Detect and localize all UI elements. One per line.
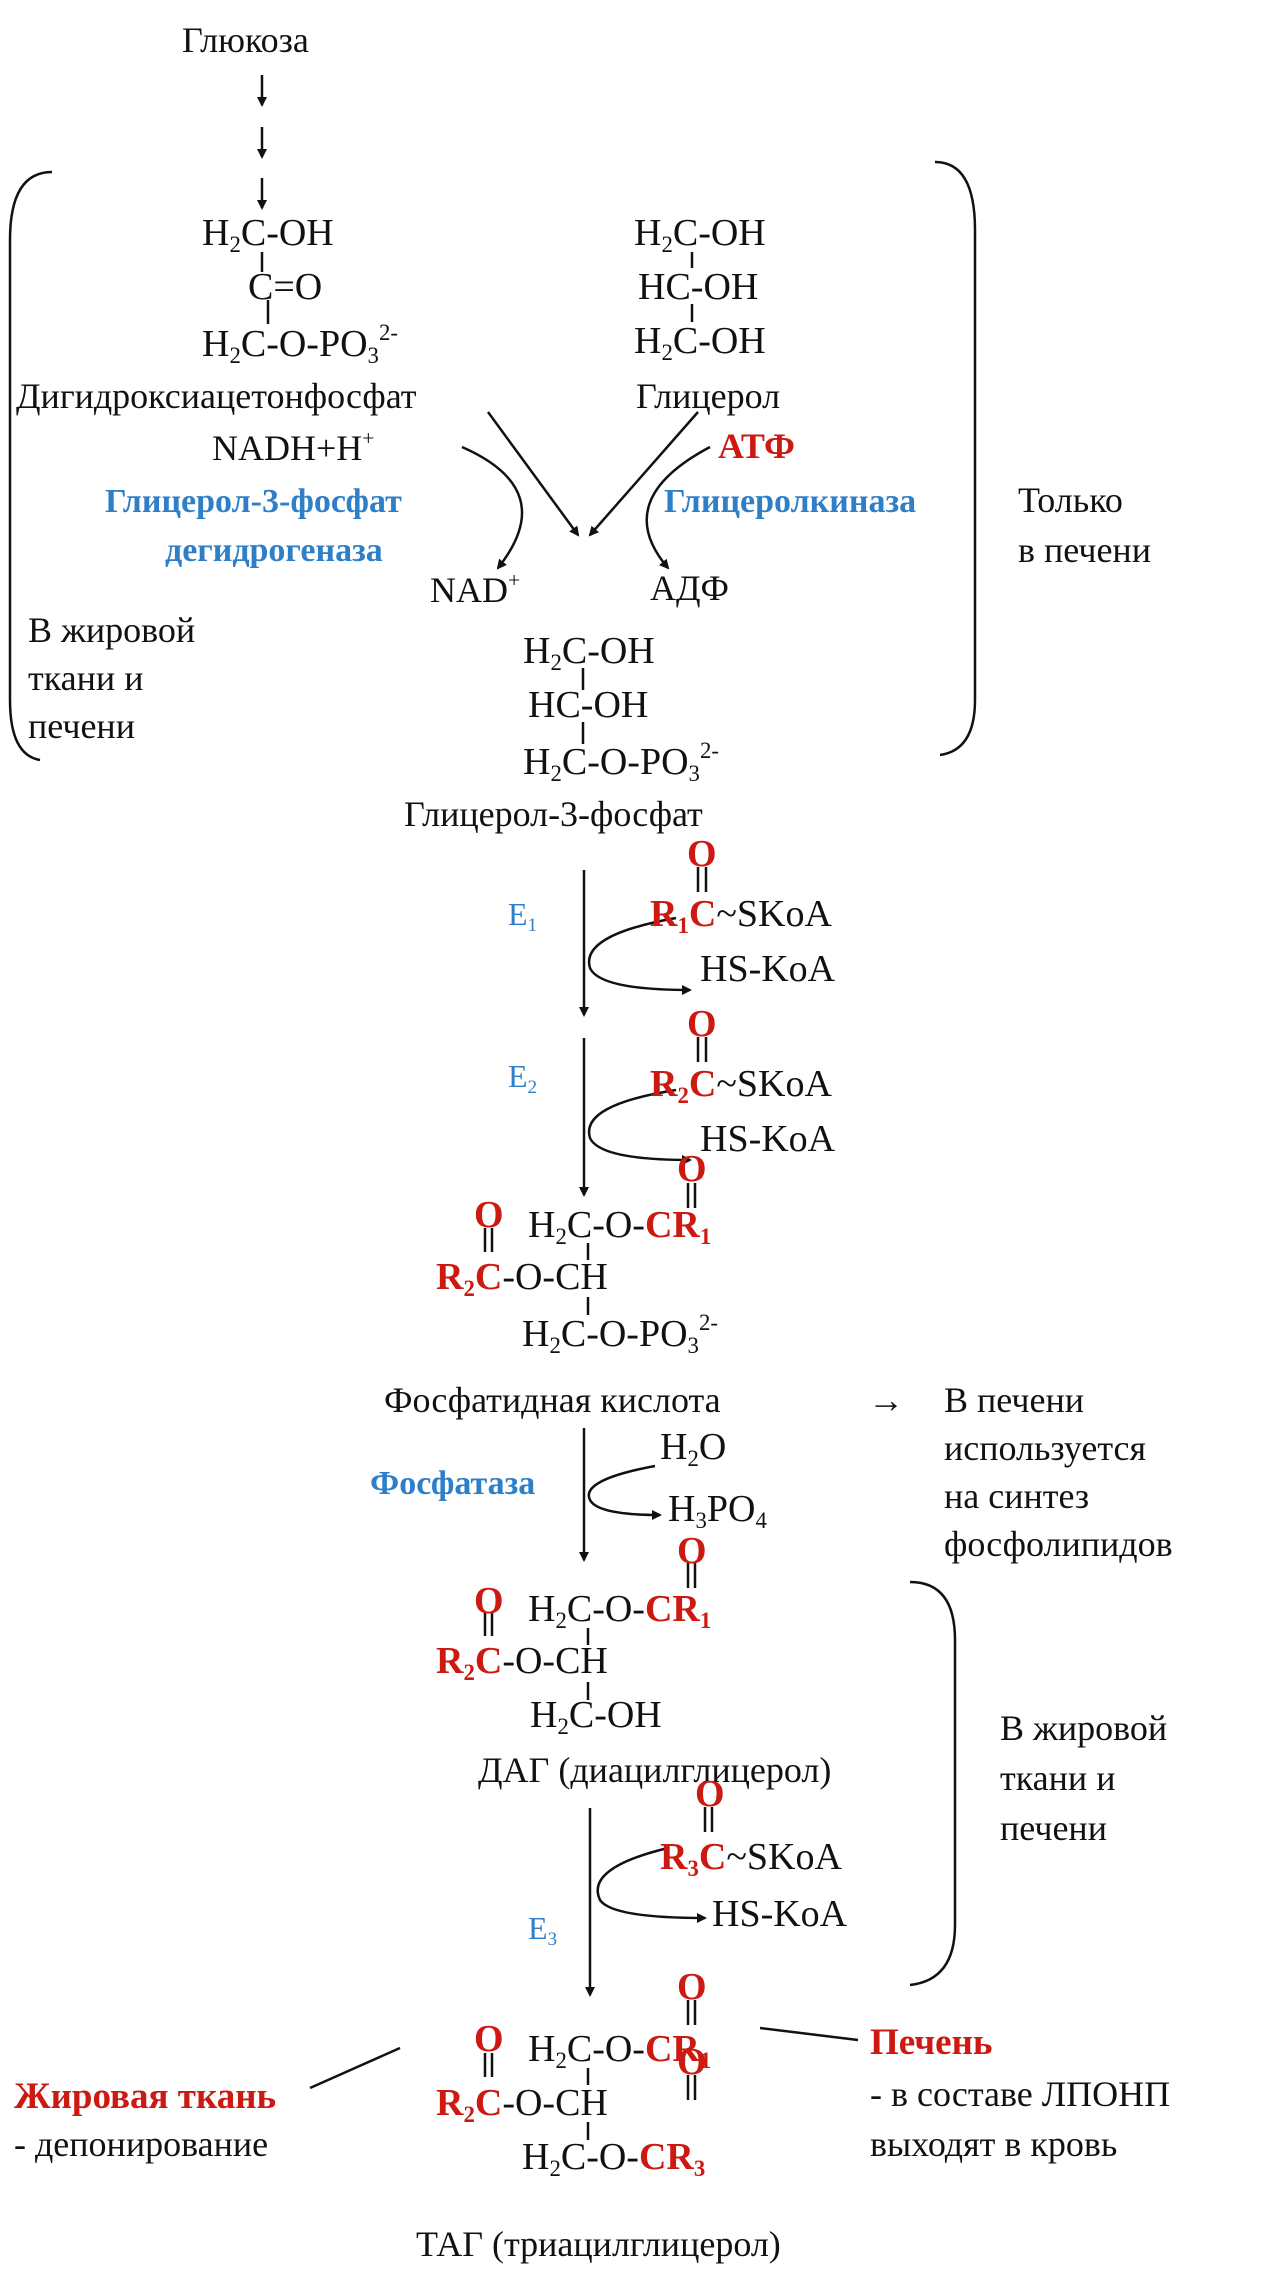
hs-koa-2: HS-KoA (700, 1118, 836, 1160)
acyl-coa-3: R3C~SKoA (660, 1836, 842, 1881)
adipose-liver2-line3: печени (1000, 1808, 1107, 1848)
phosphatase-label: Фосфатаза (370, 1465, 536, 1502)
adipose-liver2-line1: В жировой (1000, 1708, 1168, 1748)
glycerol-kinase-label: Глицеролкиназа (664, 483, 917, 520)
adipose-liver-line1: В жировой (28, 610, 196, 650)
liver-vldl-line1: - в составе ЛПОНП (870, 2074, 1171, 2114)
liver-vldl-line2: выходят в кровь (870, 2124, 1118, 2164)
arrow-to-liver-use: → (868, 1380, 904, 1420)
g3p-structure: H2C-OH (523, 630, 655, 675)
liver-use-line1: В печени (944, 1380, 1084, 1420)
liver-label: Печень (870, 2022, 993, 2063)
pa-label: Фосфатидная кислота (384, 1380, 721, 1420)
dag-structure: H2C-O-CR1 (528, 1588, 712, 1633)
tag-structure: H2C-O-CR1 (528, 2028, 712, 2073)
nad-label: NAD+ (430, 568, 521, 611)
pa-structure: H2C-O-CR1 (528, 1204, 712, 1249)
e3-label: E3 (528, 1910, 558, 1950)
tag-label: ТАГ (триацилглицерол) (416, 2224, 781, 2264)
only-liver-line2: в печени (1018, 530, 1151, 570)
adipose-liver2-line2: ткани и (1000, 1758, 1116, 1798)
glucose-label: Глюкоза (182, 20, 309, 60)
liver-use-line3: на синтез (944, 1476, 1090, 1516)
right-bracket (934, 160, 977, 757)
acyl-coa-2: R2C~SKoA (650, 1063, 832, 1108)
liver-leader-line (759, 2026, 859, 2042)
glycerol-converge-arrow (588, 411, 699, 537)
atp-label: АТФ (718, 426, 795, 466)
left-bracket (8, 170, 53, 762)
adipose-leader-line (309, 2046, 401, 2090)
deposition-label: - депонирование (14, 2124, 269, 2164)
atp-curve-arrow (645, 445, 711, 570)
h2o-label: H2O (660, 1426, 727, 1471)
nadh-curve-arrow (461, 445, 524, 570)
hs-koa-3: HS-KoA (712, 1893, 848, 1935)
liver-use-line2: используется (944, 1428, 1147, 1468)
nadh-label: NADH+H+ (212, 426, 375, 469)
adp-label: АДФ (650, 568, 729, 608)
dhap-label: Дигидроксиацетонфосфат (16, 376, 417, 416)
g3p-dehydrogenase-line2: дегидрогеназа (165, 532, 383, 569)
phosphatase-curve-arrow (587, 1464, 662, 1520)
adipose-liver-line2: ткани и (28, 658, 144, 698)
g3p-label: Глицерол-3-фосфат (404, 794, 703, 834)
dhap-converge-arrow (486, 411, 580, 537)
g3p-dehydrogenase-line1: Глицерол-3-фосфат (105, 483, 402, 520)
e1-curve-arrow (587, 916, 692, 995)
dhap-structure: H2C-OH (202, 212, 334, 257)
e2-curve-arrow (587, 1088, 692, 1165)
acyl-coa-1: R1C~SKoA (650, 893, 832, 938)
e1-label: E1 (508, 896, 538, 936)
liver-use-line4: фосфолипидов (944, 1524, 1173, 1564)
glycerol-label: Глицерол (636, 376, 781, 416)
dag-bracket (909, 1580, 957, 1987)
adipose-liver-line3: печени (28, 706, 135, 746)
adipose-tissue-label: Жировая ткань (14, 2076, 277, 2117)
e2-label: E2 (508, 1058, 538, 1098)
h3po4-label: H3PO4 (668, 1488, 767, 1533)
e3-curve-arrow (596, 1846, 707, 1923)
glycerol-structure: H2C-OH (634, 212, 766, 257)
dag-label: ДАГ (диацилглицерол) (478, 1750, 832, 1790)
hs-koa-1: HS-KoA (700, 948, 836, 990)
only-liver-line1: Только (1018, 480, 1123, 520)
